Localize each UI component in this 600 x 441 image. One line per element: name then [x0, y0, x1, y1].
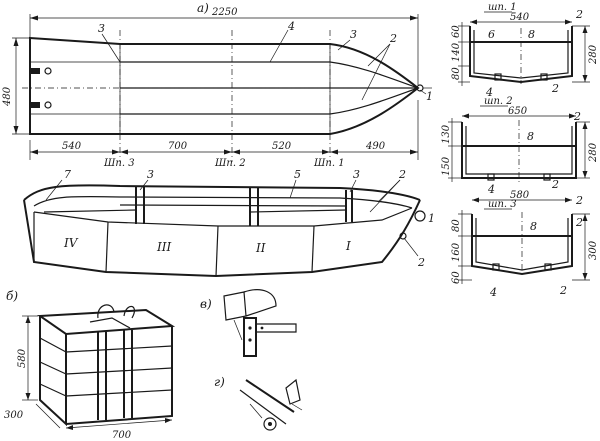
section1-dim-60: 60	[451, 25, 462, 38]
section2-callout-4: 4	[487, 183, 495, 196]
section-1: шп. 1 540 60 140 80 280 6 8 2 4 2	[451, 2, 599, 99]
compartment-1: I	[345, 239, 351, 253]
section2-dim-130: 130	[441, 124, 452, 144]
section1-callout-8: 8	[528, 28, 535, 41]
view-label-b: б)	[6, 289, 18, 303]
view-label-v: в)	[200, 297, 212, 311]
section3-height: 300	[588, 240, 599, 260]
section1-dim-80: 80	[451, 67, 462, 80]
section3-title: шп. 3	[488, 199, 517, 210]
section1-callout-2b: 2	[551, 82, 559, 95]
section1-height: 280	[588, 44, 599, 65]
hull-callout-3a: 3	[147, 168, 154, 181]
hull-callout-5: 5	[294, 168, 301, 181]
hull-callout-2b: 2	[417, 256, 425, 269]
pack-height: 580	[17, 348, 28, 368]
section3-callout-2b: 2	[575, 216, 583, 229]
station-1: Шп. 1	[313, 158, 345, 169]
pack-depth: 300	[4, 410, 24, 421]
section2-callout-8: 8	[527, 130, 534, 143]
detail-g: г)	[214, 375, 303, 431]
plan-callout-1: 1	[426, 90, 433, 103]
plan-view: a) 2250 480	[2, 1, 433, 169]
hull-view: IV III II I 7 3 5 3 2 1 2	[23, 168, 435, 278]
segment-2: 700	[168, 141, 188, 152]
section1-callout-4: 4	[485, 86, 493, 99]
section3-callout-4: 4	[489, 286, 497, 299]
section3-dim-160: 160	[451, 242, 462, 262]
view-label-g: г)	[214, 375, 225, 389]
section3-dim-80: 80	[451, 219, 462, 232]
segment-4: 490	[365, 141, 386, 152]
detail-v: в)	[200, 289, 297, 357]
section1-dim-140: 140	[451, 42, 462, 62]
section3-dim-60: 60	[451, 271, 462, 284]
hull-callout-2a: 2	[398, 168, 406, 181]
section2-dim-150: 150	[441, 156, 452, 176]
hull-callout-3b: 3	[353, 168, 360, 181]
section1-title: шп. 1	[488, 2, 517, 13]
station-2: Шп. 2	[214, 158, 246, 169]
segment-3: 520	[272, 141, 292, 152]
section2-width: 650	[508, 106, 528, 117]
section1-width: 540	[510, 12, 530, 23]
section2-height: 280	[588, 142, 599, 163]
station-3: Шп. 3	[103, 158, 135, 169]
section-2: шп. 2 650 130 150 280 8 2 4 2	[441, 96, 599, 196]
section3-callout-2a: 2	[575, 194, 583, 207]
plan-callout-4: 4	[287, 20, 295, 33]
plan-callout-3a: 3	[98, 22, 105, 35]
hull-callout-7: 7	[64, 168, 71, 181]
hull-callout-1: 1	[428, 212, 435, 225]
plan-width: 480	[2, 86, 13, 107]
section2-title: шп. 2	[484, 96, 513, 107]
section2-callout-2a: 2	[573, 110, 581, 123]
view-label-a: a)	[197, 1, 209, 15]
compartment-2: II	[255, 241, 266, 255]
plan-callout-3b: 3	[350, 28, 357, 41]
section1-callout-2a: 2	[575, 8, 583, 21]
compartment-4: IV	[63, 236, 79, 250]
section3-callout-8: 8	[530, 220, 537, 233]
plan-callout-2: 2	[389, 32, 397, 45]
pack-width: 700	[112, 430, 132, 441]
compartment-3: III	[156, 240, 171, 254]
segment-1: 540	[62, 141, 82, 152]
plan-length: 2250	[211, 7, 238, 18]
section2-callout-2b: 2	[551, 178, 559, 191]
section3-callout-2c: 2	[559, 284, 567, 297]
section-3: шп. 3 580 2 80 160 60 300 8 2 4 2	[451, 190, 599, 299]
section1-callout-6: 6	[488, 28, 495, 41]
section3-width: 580	[510, 190, 530, 201]
packed-view: б) 580 300 700	[4, 289, 176, 441]
